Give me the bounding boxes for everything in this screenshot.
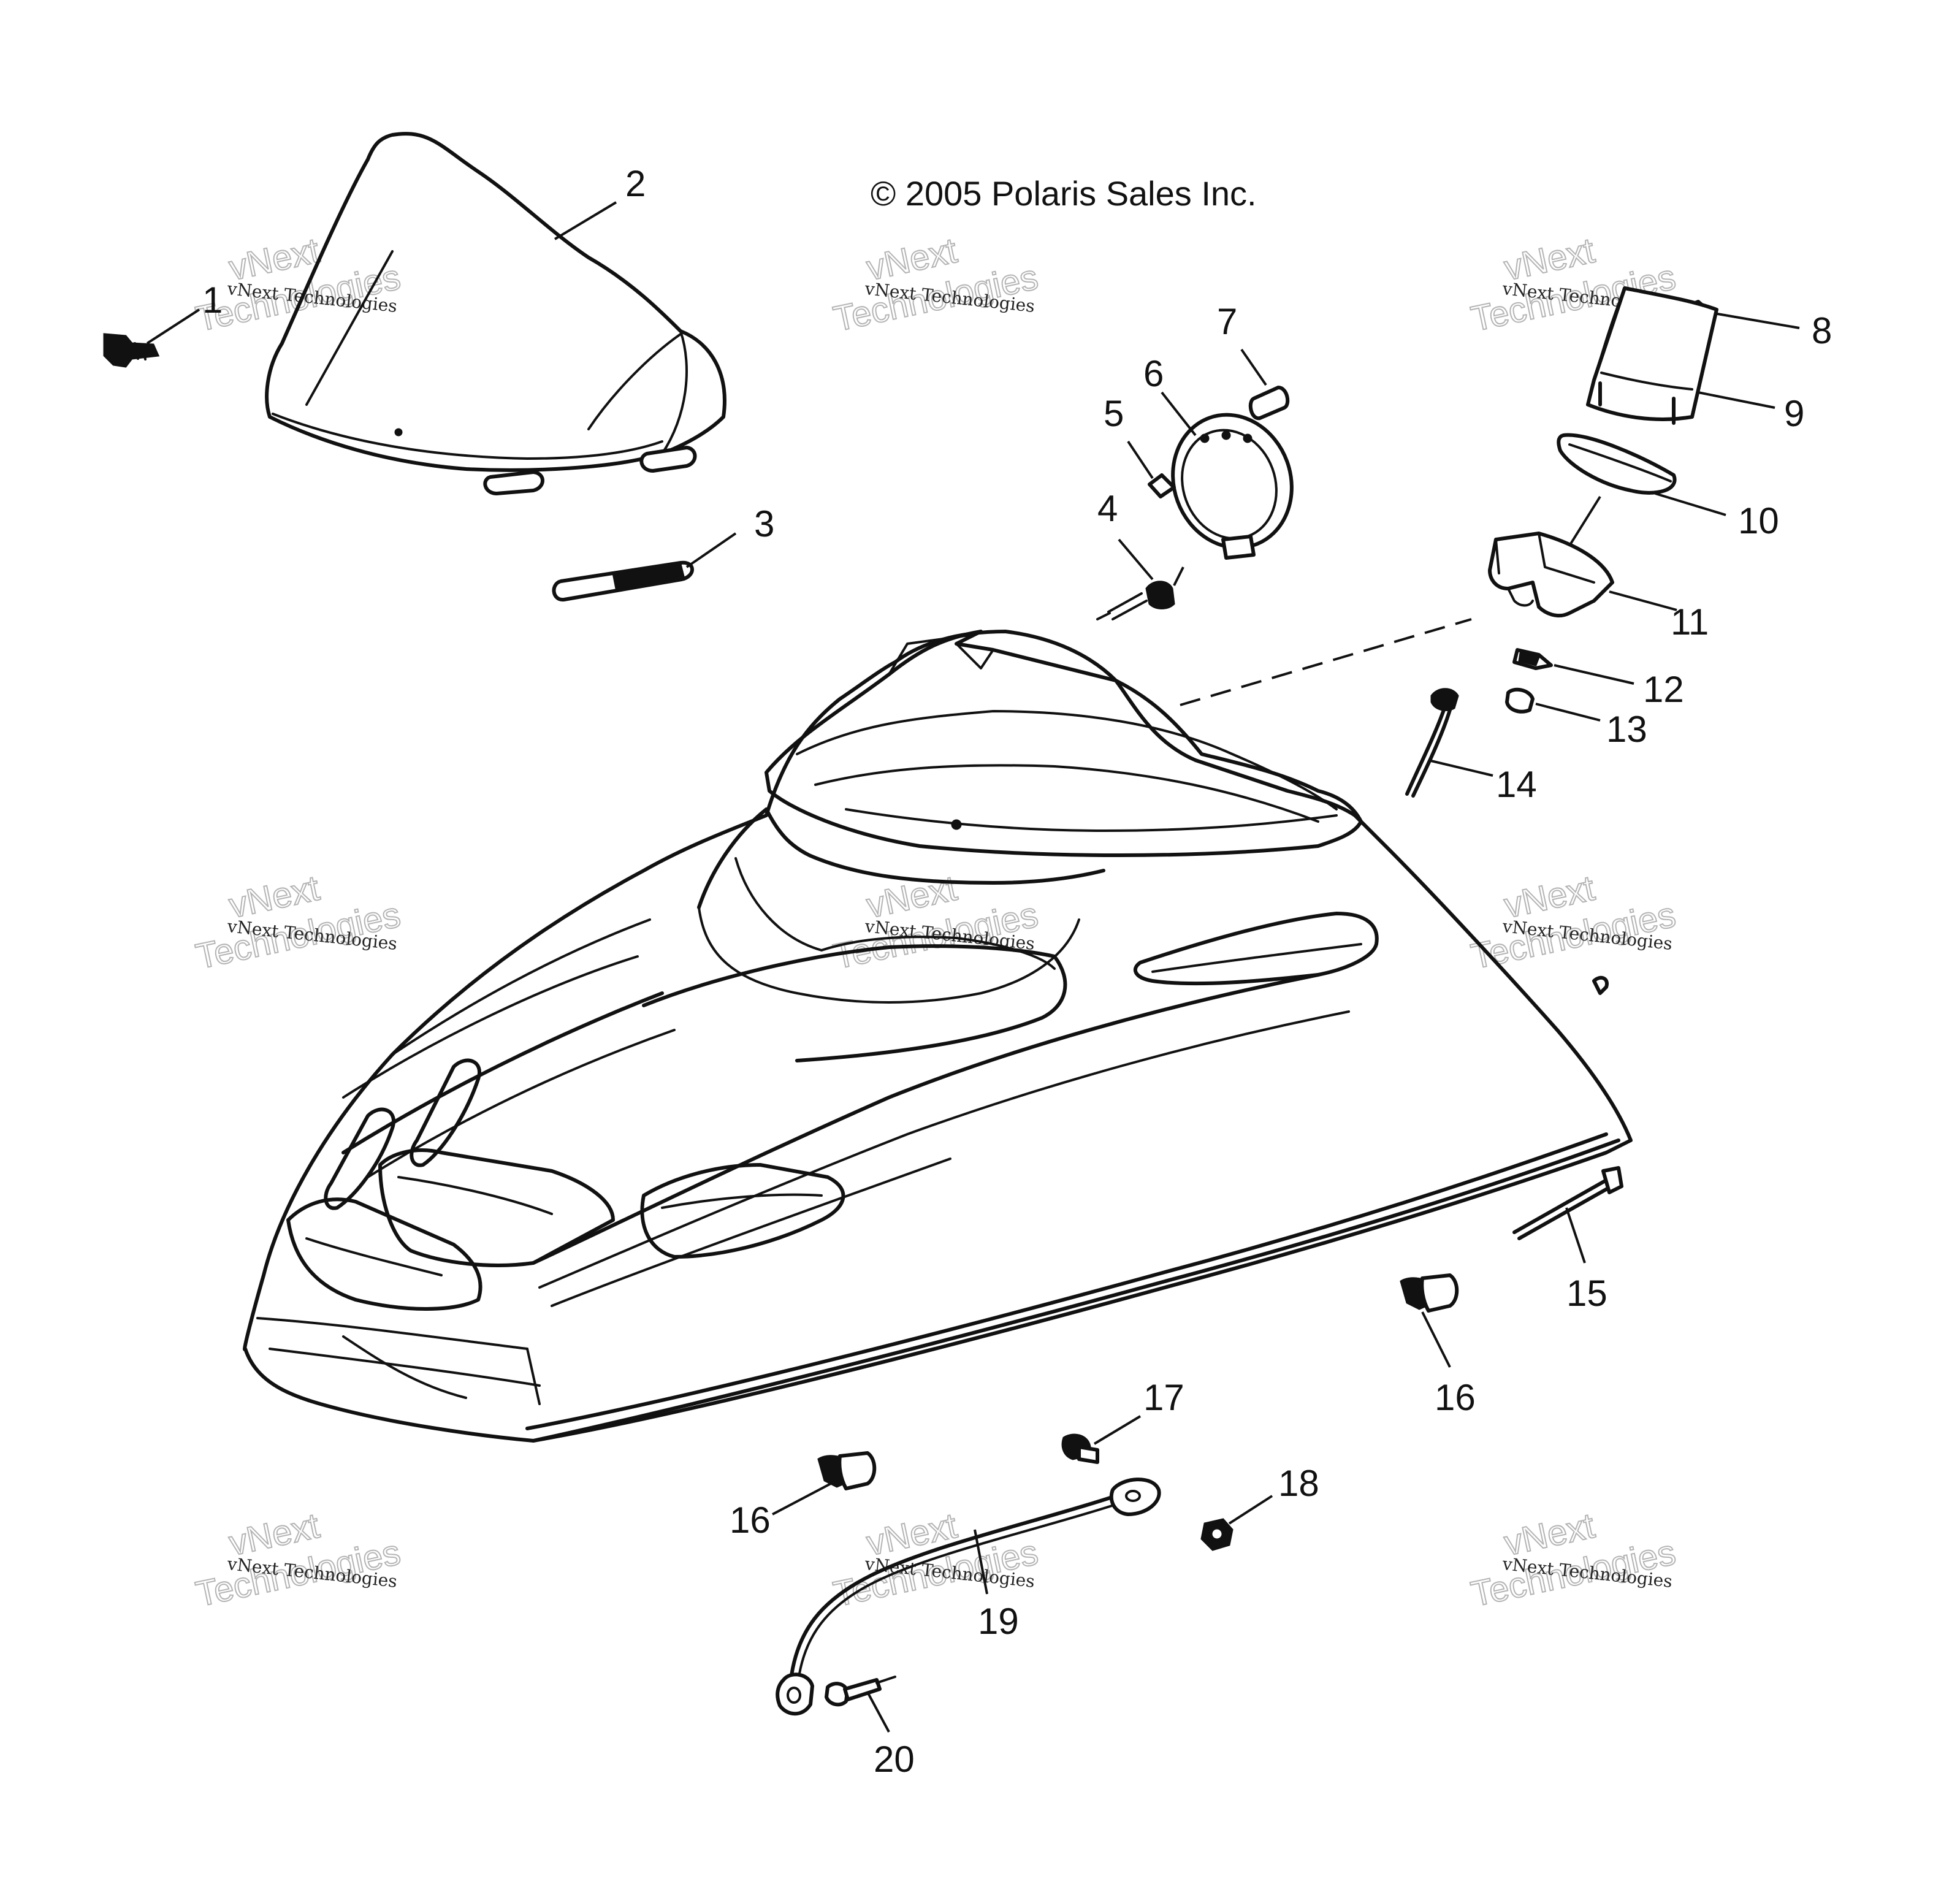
lock-nut-part: 18 bbox=[1200, 1463, 1319, 1551]
screw-part: 1 bbox=[103, 280, 223, 368]
callout-1: 1 bbox=[202, 280, 223, 321]
cable-tie-part: 15 bbox=[1512, 1166, 1623, 1314]
switch-part: 4 bbox=[1096, 488, 1184, 620]
callout-16-left: 16 bbox=[730, 1500, 771, 1541]
clip-part-left: 16 bbox=[730, 1451, 877, 1541]
callout-5: 5 bbox=[1104, 393, 1124, 434]
watermark: vNext Technologies bbox=[829, 230, 1042, 340]
callout-12: 12 bbox=[1643, 669, 1684, 710]
callout-2: 2 bbox=[625, 163, 646, 204]
copyright-notice: © 2005 Polaris Sales Inc. bbox=[871, 174, 1257, 213]
watermark: vNext Technologies bbox=[192, 1505, 405, 1615]
watermark: vNext Technologies bbox=[1467, 1505, 1680, 1615]
lens-part: 10 bbox=[1557, 433, 1779, 547]
gauge-housing-part: 9 bbox=[1586, 286, 1804, 434]
harness-part: 14 bbox=[1405, 688, 1537, 805]
watermark: vNext Technologies bbox=[192, 868, 405, 977]
callout-9: 9 bbox=[1784, 393, 1804, 434]
mount-bracket-part: 11 bbox=[1488, 532, 1709, 643]
callout-10: 10 bbox=[1738, 500, 1779, 541]
clip-part-right: 16 bbox=[1400, 1273, 1476, 1418]
callout-16-right: 16 bbox=[1435, 1377, 1476, 1418]
callout-7: 7 bbox=[1217, 301, 1237, 342]
rivet-part: 20 bbox=[825, 1676, 915, 1780]
callout-11: 11 bbox=[1671, 601, 1709, 643]
bolt-part: 17 bbox=[1061, 1377, 1184, 1464]
wire-terminal-part: 12 bbox=[1512, 648, 1684, 710]
plug-part: 7 bbox=[1217, 301, 1290, 421]
small-clip-part: 5 bbox=[1104, 393, 1176, 498]
bulb-part: 13 bbox=[1505, 687, 1647, 750]
callout-18: 18 bbox=[1278, 1463, 1319, 1504]
hood-part bbox=[243, 630, 1633, 1443]
callout-14: 14 bbox=[1496, 764, 1537, 805]
assembly-line bbox=[1180, 618, 1472, 706]
callout-3: 3 bbox=[754, 503, 774, 544]
gauge-ring-part: 6 bbox=[1143, 353, 1294, 560]
callout-15: 15 bbox=[1566, 1273, 1607, 1314]
tether-cable-part: 19 bbox=[776, 1478, 1161, 1716]
callout-19: 19 bbox=[978, 1601, 1019, 1642]
callout-13: 13 bbox=[1606, 709, 1647, 750]
callout-4: 4 bbox=[1097, 488, 1118, 529]
callout-6: 6 bbox=[1143, 353, 1164, 394]
windshield-part: 2 bbox=[265, 132, 726, 495]
callout-8: 8 bbox=[1812, 310, 1832, 351]
trim-strip-part: 3 bbox=[552, 503, 774, 601]
callout-20: 20 bbox=[874, 1739, 915, 1780]
callout-17: 17 bbox=[1143, 1377, 1184, 1418]
